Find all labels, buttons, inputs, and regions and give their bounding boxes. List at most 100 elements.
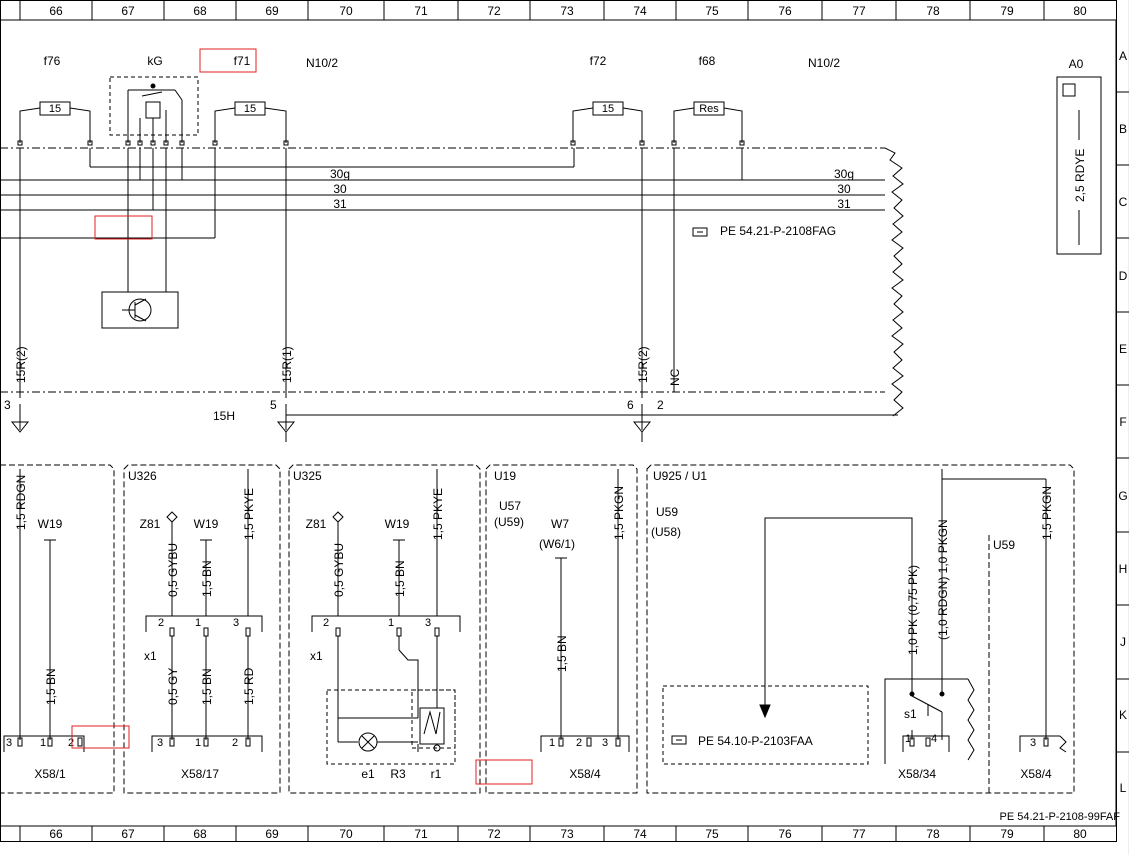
- bus-15h-label: 15H: [213, 409, 235, 423]
- col-label: 76: [778, 4, 792, 18]
- wire-label: 1,5 BN: [393, 560, 407, 597]
- col-label: 66: [49, 4, 63, 18]
- fuse-f68-rating: Res: [699, 103, 719, 115]
- x1-label: x1: [310, 649, 323, 663]
- a0-wire-label: 2,5 RDYE: [1073, 149, 1087, 202]
- pin-5: 5: [270, 398, 277, 412]
- pin-label: 2: [323, 617, 329, 629]
- col-label: 73: [560, 4, 574, 18]
- col-label: 70: [339, 4, 353, 18]
- col-label: 70: [339, 827, 353, 841]
- wire-label: 1,5 BN: [555, 635, 569, 672]
- pin-label: 3: [425, 617, 431, 629]
- col-label: 74: [633, 827, 647, 841]
- wire-label: 1,5 PKGN: [612, 486, 626, 540]
- section-u325: U325 Z81 W19 0,5 GYBU 1,5 BN 1,5 PKYE x1…: [293, 469, 461, 781]
- wire-label: 1,5 RDGN: [14, 475, 28, 530]
- s1-label: s1: [904, 707, 917, 721]
- bus-lines: [0, 148, 885, 292]
- wire-label: 1,5 BN: [200, 668, 214, 705]
- section-title: U325: [293, 469, 322, 483]
- pin-6: 6: [627, 398, 634, 412]
- bus-30g-label: 30g: [330, 167, 350, 181]
- col-label: 71: [414, 4, 428, 18]
- section-u59: U59 1,5 PKGN 3 X58/4: [993, 486, 1067, 781]
- highlight-box: [199, 48, 257, 73]
- col-label: 78: [926, 4, 940, 18]
- w19-label: W19: [385, 517, 410, 531]
- pe-reference-main: PE 54.21-P-2108FAG: [692, 224, 836, 238]
- connector-label: X58/1: [34, 767, 66, 781]
- wire-label: 1,5 PKGN: [1040, 486, 1054, 540]
- col-label: 69: [265, 4, 279, 18]
- w19-label: W19: [38, 517, 63, 531]
- fuse-f76: [19, 101, 91, 143]
- pin-label: 3: [1030, 737, 1036, 749]
- pe-reference-main-text: PE 54.21-P-2108FAG: [720, 224, 836, 238]
- pin-label: 1: [549, 737, 555, 749]
- col-label: 75: [705, 827, 719, 841]
- fuse-f76-label: f76: [44, 54, 61, 68]
- fuse-f71: [214, 101, 287, 143]
- col-label: 67: [121, 827, 135, 841]
- u57-label: U57: [499, 499, 521, 513]
- col-label: 75: [705, 4, 719, 18]
- row-dividers: [1116, 91, 1129, 753]
- pe-reference-bottom: PE 54.10-P-2103FAA: [698, 734, 813, 748]
- x1-label: x1: [144, 649, 157, 663]
- col-label: 69: [265, 827, 279, 841]
- transistor-module: [101, 291, 179, 329]
- pin-label: 2: [158, 617, 164, 629]
- u58-label: (U58): [651, 525, 681, 539]
- col-label: 68: [193, 4, 207, 18]
- fuse-f71-rating: 15: [244, 103, 256, 115]
- col-label: 68: [193, 827, 207, 841]
- col-label: 79: [1000, 4, 1014, 18]
- wire-label: 1,5 PKYE: [431, 488, 445, 540]
- highlight-box: [94, 215, 153, 240]
- section-u19: U19 U57 (U59) W7 (W6/1) 1,5 PKGN 1,5 BN …: [494, 469, 630, 781]
- pin-label: 2: [232, 737, 238, 749]
- bus-31-label: 31: [333, 197, 347, 211]
- pin-2: 2: [657, 398, 664, 412]
- col-label: 67: [121, 4, 135, 18]
- col-label: 80: [1073, 827, 1087, 841]
- wire-15r2-right: 15R(2): [636, 346, 650, 383]
- wire-15r1: 15R(1): [280, 346, 294, 383]
- pin-3: 3: [4, 398, 11, 412]
- r3-label: R3: [390, 767, 406, 781]
- bus-30-label-right: 30: [837, 182, 851, 196]
- wire-label: 1,0 PK (0,75 PK): [906, 565, 920, 655]
- wire-label: 1,5 BN: [44, 668, 58, 705]
- highlight-box: [71, 725, 130, 749]
- pin-label: 2: [68, 737, 74, 749]
- bus-30-label: 30: [333, 182, 347, 196]
- wire-label: 0,5 GYBU: [332, 543, 346, 597]
- relay-kg: [109, 76, 199, 143]
- wire-labels-15r: 15R(2) 15R(1) 15R(2) NC 3 5 6 2 15H: [4, 346, 682, 423]
- col-label: 73: [560, 827, 574, 841]
- fuse-f68-label: f68: [699, 54, 716, 68]
- component-labels: f76 kG f71 N10/2 f72 f68 N10/2 A0: [44, 54, 1084, 71]
- wire-label: 0,5 GY: [166, 668, 180, 705]
- wire-label: 1,5 RD: [242, 667, 256, 705]
- document-id: PE 54.21-P-2108-99FAF: [1000, 811, 1121, 823]
- fuse-f72-label: f72: [590, 54, 607, 68]
- connector-label: X58/4: [569, 767, 601, 781]
- pin-label: 3: [6, 737, 12, 749]
- col-label: 79: [1000, 827, 1014, 841]
- fuse-f72: [572, 101, 643, 143]
- column-dividers: [19, 0, 1045, 842]
- row-labels: A B C D E F G H J K L: [1118, 49, 1127, 795]
- section-u925: U925 / U1 U59 (U58) 1,0 PK (0,75 PK) (1,…: [651, 469, 1047, 781]
- pin-label: 1: [40, 737, 46, 749]
- z81-label: Z81: [306, 517, 327, 531]
- w19-label: W19: [194, 517, 219, 531]
- u59-label: (U59): [494, 515, 524, 529]
- row-label: D: [1119, 269, 1128, 283]
- wire-label: (1,0 RDGN) 1,0 PKGN: [936, 519, 950, 640]
- fuse-f68: [673, 101, 743, 143]
- bus-31-label-right: 31: [837, 197, 851, 211]
- highlight-box: [475, 759, 533, 785]
